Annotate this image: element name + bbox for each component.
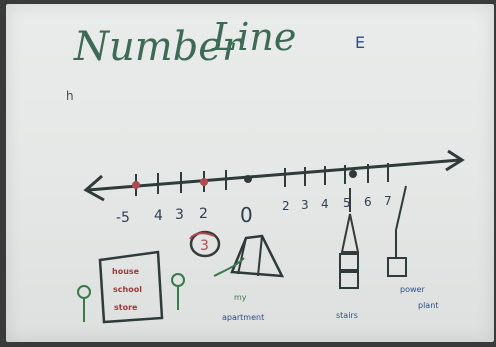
tick-label: 4 [321, 197, 329, 211]
stairs-drawing: stairs [336, 188, 360, 320]
title-word-2: Line [211, 15, 296, 59]
positive-labels: 2 3 4 5 6 7 [282, 194, 392, 213]
stick-figure-head [171, 273, 185, 287]
box-text: house school store [112, 267, 142, 312]
number-line: -5 4 3 2 0 2 3 4 5 6 7 [83, 149, 465, 227]
tick-label: 2 [282, 199, 290, 213]
circle-scribble [189, 232, 215, 240]
tick-label: 7 [384, 194, 392, 208]
tick-label: 2 [199, 206, 208, 222]
dot-marker [200, 178, 208, 186]
dot-marker [132, 181, 140, 189]
side-mark: h [66, 89, 74, 103]
tick-label: 3 [175, 207, 184, 223]
stairs-block [339, 253, 359, 271]
box-line: school [113, 285, 142, 294]
apartment-caption-2: apartment [222, 313, 264, 322]
circle-outline [189, 230, 221, 258]
negative-labels: -5 4 3 2 [116, 206, 208, 226]
stairs-caption: stairs [336, 311, 358, 320]
title-word-1: Number [73, 24, 244, 70]
zero-label: 0 [240, 203, 253, 227]
stairs-top [340, 213, 360, 253]
apartment-caption-1: my [234, 293, 247, 302]
circled-number: 3 [189, 230, 221, 258]
corner-mark: E [355, 33, 365, 52]
number-line-axis [87, 158, 461, 192]
zero-dot [244, 175, 252, 183]
right-arrowhead [445, 149, 465, 172]
building-edge [237, 237, 247, 275]
tick-label: -5 [116, 210, 130, 226]
boxed-list: house school store [77, 250, 185, 324]
tower-line [395, 185, 407, 231]
box-outline [98, 250, 164, 324]
power-plant-caption-2: plant [418, 301, 438, 310]
power-plant-box [387, 257, 407, 277]
left-arrowhead [83, 174, 105, 202]
box-line: store [114, 303, 138, 312]
stick-figure-head [77, 285, 91, 299]
dot-marker [349, 170, 357, 178]
tick-label: 4 [154, 208, 163, 224]
whiteboard [6, 4, 494, 342]
box-line: house [112, 267, 140, 276]
circle-label: 3 [200, 238, 209, 254]
stairs-block [339, 271, 359, 289]
tick-label: 3 [301, 198, 309, 212]
power-plant-caption-1: power [400, 285, 425, 294]
building-edge [257, 235, 263, 277]
apartment-drawing: my apartment [213, 234, 285, 322]
green-stroke [213, 257, 245, 277]
tick-label: 5 [343, 196, 351, 210]
tick-label: 6 [364, 195, 372, 209]
power-plant-drawing: power plant [387, 185, 438, 310]
